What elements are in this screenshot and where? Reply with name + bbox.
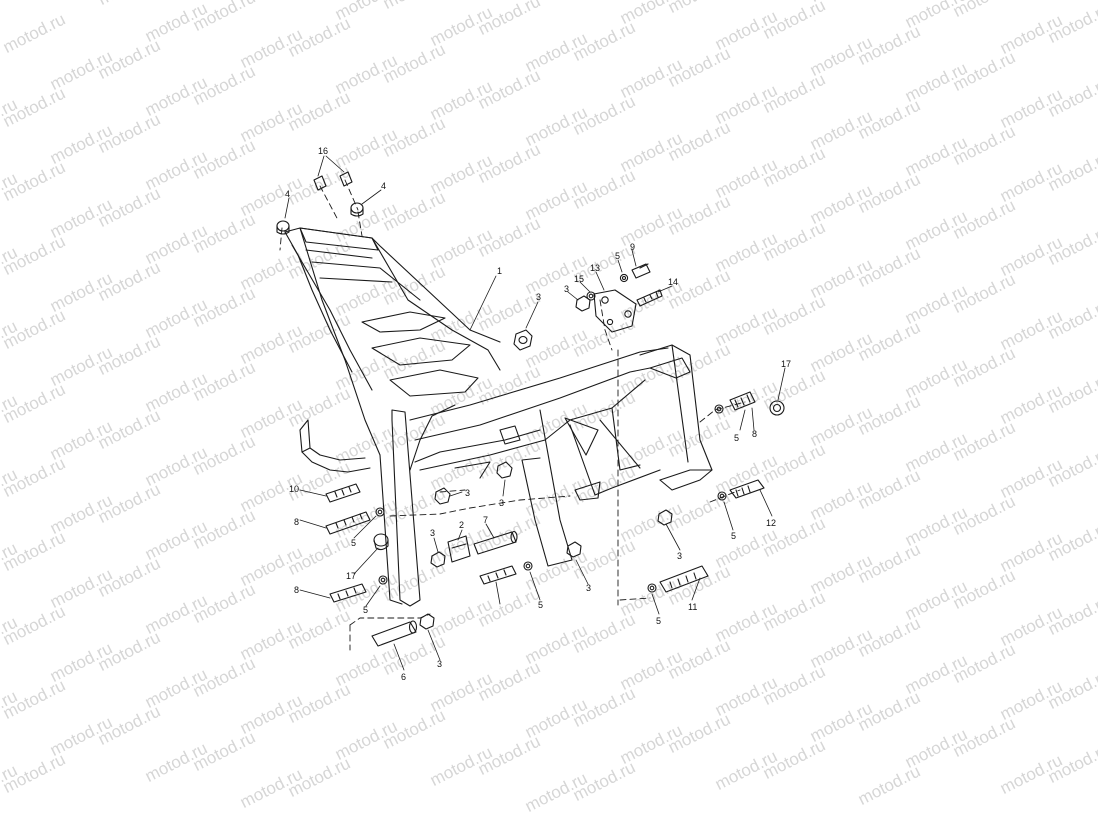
callout-5-left-upper: 5: [351, 538, 356, 548]
studs: [636, 289, 663, 307]
washer-upper: [586, 291, 596, 301]
nut-mid: [430, 551, 446, 568]
washer-11: [647, 583, 657, 593]
nut-upper: [513, 329, 533, 351]
nut-lower-6: [419, 613, 435, 630]
callout-1: 1: [497, 266, 502, 276]
callout-13: 13: [590, 263, 600, 273]
bolt-11: [659, 565, 709, 593]
callout-5-right: 5: [734, 433, 739, 443]
callout-5-right-lower: 5: [731, 531, 736, 541]
grommet-left: [373, 533, 389, 551]
callout-17-left: 17: [346, 571, 356, 581]
callout-3-lower: 3: [437, 659, 442, 669]
callout-3-upper: 3: [536, 292, 541, 302]
callout-2: 2: [459, 520, 464, 530]
callout-4-right: 4: [381, 181, 386, 191]
callout-12: 12: [766, 518, 776, 528]
callout-16: 16: [318, 146, 328, 156]
callout-4-left: 4: [285, 189, 290, 199]
bolt-8-left-lower: [329, 583, 367, 603]
spacer-tube-7: [473, 530, 518, 555]
nut-center: [434, 461, 513, 505]
callout-9: 9: [630, 242, 635, 252]
callout-3-plate: 3: [564, 284, 569, 294]
callout-3-mid: 3: [430, 528, 435, 538]
leader-lines: [284, 155, 786, 671]
callout-8-right: 8: [752, 429, 757, 439]
grommet-right: [769, 400, 785, 416]
rubber-cap-right: [350, 202, 364, 217]
callout-11: 11: [688, 602, 697, 612]
callout-5-mid: 5: [538, 600, 543, 610]
nut-right: [657, 509, 673, 526]
washer-bolt-upper: [619, 273, 629, 283]
callout-labels: 1 16 4 4 3 13 15 3 5 9 14 17 5 8 12 5 3 …: [285, 146, 791, 682]
clip-left: [313, 175, 327, 191]
callout-3-center-left: 3: [465, 488, 470, 498]
callout-10: 10: [289, 484, 299, 494]
callout-14: 14: [668, 277, 678, 287]
washer-left-lower: [378, 575, 388, 585]
callout-3-front: 3: [586, 583, 591, 593]
callout-5-upper: 5: [615, 251, 620, 261]
callout-17-right: 17: [781, 359, 791, 369]
washer-12: [717, 491, 727, 501]
bolt-upper: [631, 263, 651, 279]
nut-front-lower: [566, 541, 582, 558]
callout-7: 7: [483, 515, 488, 525]
callout-3-center: 3: [499, 498, 504, 508]
clip-right: [339, 171, 353, 187]
callout-6: 6: [401, 672, 406, 682]
nut-plate: [575, 295, 591, 312]
rubber-cap-left: [276, 220, 290, 235]
callout-5-left-lower: 5: [363, 605, 368, 615]
callout-15: 15: [574, 274, 584, 284]
washer-mid: [523, 561, 533, 571]
spacer-tube-6: [371, 620, 418, 647]
callout-3-right: 3: [677, 551, 682, 561]
engine-mount-plate: [593, 289, 637, 333]
callout-5-lower-right: 5: [656, 616, 661, 626]
bracket-2: [447, 535, 471, 563]
washer-right: [714, 404, 724, 414]
bolt-10: [325, 483, 361, 503]
assembly-lines: [279, 179, 746, 651]
callout-8-left-lower: 8: [294, 585, 299, 595]
bolt-12: [729, 479, 765, 499]
callout-8-left-upper: 8: [294, 517, 299, 527]
washer-left-upper: [375, 507, 385, 517]
bolt-8-left-upper: [325, 511, 371, 535]
bolt-mid: [479, 565, 517, 585]
main-frame: [284, 227, 713, 607]
bolt-right: [729, 391, 756, 411]
